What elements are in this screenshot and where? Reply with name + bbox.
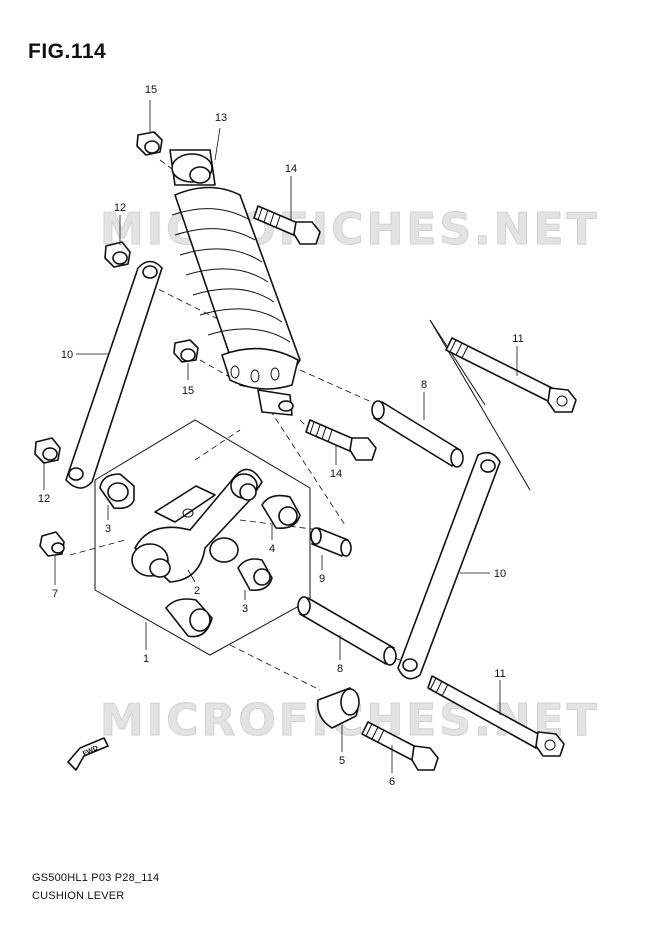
callout-leader: [187, 569, 196, 583]
callout-7: 7: [52, 588, 58, 600]
bolt-6: [361, 721, 439, 771]
callout-10-right: 10: [494, 568, 506, 580]
figure-code: GS500HL1 P03 P28_114: [32, 872, 160, 884]
bearing-3-a: [99, 473, 135, 510]
nut-12-upper: [104, 241, 131, 268]
nut-15-lower: [173, 339, 199, 363]
cushion-rod-10-right: [397, 451, 501, 680]
callout-3-lower: 3: [242, 603, 248, 615]
callout-11-lower: 11: [494, 668, 505, 680]
callout-5: 5: [339, 755, 345, 767]
assembly-line: [69, 539, 126, 556]
assembly-line: [229, 644, 321, 691]
callout-14-upper: 14: [285, 163, 297, 175]
callout-2: 2: [194, 585, 200, 597]
nut-12-lower: [34, 437, 61, 464]
watermark-top: MICROFICHES.NET: [100, 204, 600, 255]
bolt-11-lower: [427, 675, 565, 757]
spacer-9: [310, 527, 352, 557]
assembly-line: [194, 429, 241, 461]
callout-12-lower: 12: [38, 493, 50, 505]
callout-12-upper: 12: [114, 202, 126, 214]
cushion-rod-10-left: [65, 260, 163, 489]
bolt-11-upper: [445, 337, 577, 413]
spacer-5: [316, 687, 360, 729]
callout-9: 9: [319, 573, 325, 585]
bearing-4: [261, 494, 301, 530]
callout-8-lower: 8: [337, 663, 343, 675]
callout-6: 6: [389, 776, 395, 788]
assembly-line: [299, 369, 386, 409]
callout-1: 1: [143, 653, 149, 665]
spacer-8-lower: [297, 596, 397, 666]
spacer-1: [165, 598, 213, 638]
figure-title: FIG.114: [28, 40, 107, 63]
callout-8-upper: 8: [421, 379, 427, 391]
callout-11-upper: 11: [512, 333, 523, 345]
spacer-8-upper: [371, 400, 464, 468]
bolt-14-lower: [305, 419, 377, 461]
callout-15-upper: 15: [145, 84, 157, 96]
callout-4: 4: [269, 543, 275, 555]
callout-15-lower: 15: [182, 385, 194, 397]
cushion-lever-2: [131, 468, 263, 583]
callout-13: 13: [215, 112, 227, 124]
nut-7: [39, 531, 65, 557]
nut-15-upper: [136, 131, 163, 156]
shock-absorber: [169, 149, 301, 416]
callout-leader: [214, 127, 221, 161]
assembly-line: [269, 409, 346, 526]
bearing-3-b: [237, 558, 273, 592]
figure-name: CUSHION LEVER: [32, 890, 125, 902]
rod-guide-line-2: [429, 319, 486, 406]
forward-direction-icon: FWD: [67, 737, 109, 771]
callout-10-left: 10: [61, 349, 73, 361]
callout-14-lower: 14: [330, 468, 342, 480]
callout-3-upper: 3: [105, 523, 111, 535]
bolt-14-upper: [253, 205, 321, 245]
